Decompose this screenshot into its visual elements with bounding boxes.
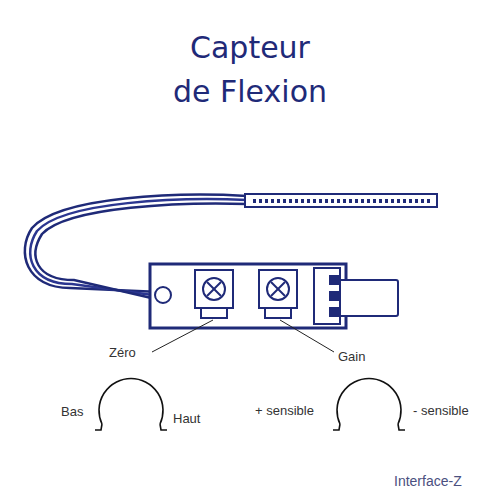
flex-strip [245, 194, 437, 207]
trimmer-label: Zéro [108, 345, 137, 361]
sensor-wires [25, 195, 247, 300]
diagram-title: Capteur de Flexion [170, 26, 331, 114]
range-label: Bas [60, 404, 84, 420]
connector [314, 268, 398, 324]
leader-lines [152, 320, 334, 352]
knob-symbol [333, 378, 405, 430]
gain-trimmer [259, 270, 297, 318]
knob-symbol [95, 378, 167, 430]
trimmer-label: Gain [337, 349, 366, 365]
watermark: Interface-Z [394, 472, 462, 490]
range-label: + sensible [254, 403, 315, 419]
circuit-board [150, 264, 346, 328]
zero-trimmer [195, 270, 233, 318]
range-label: - sensible [412, 403, 470, 419]
range-label: Haut [172, 411, 201, 427]
